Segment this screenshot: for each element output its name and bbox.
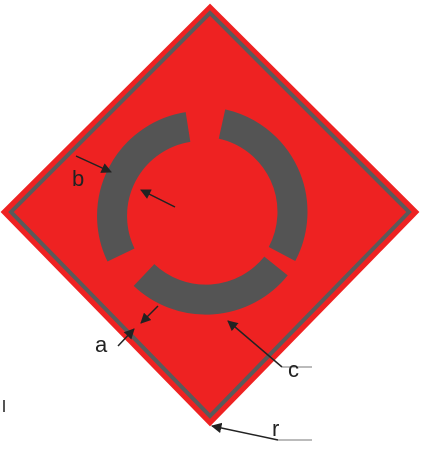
arrow-r: [210, 422, 279, 441]
arrow-a-upper: [140, 305, 159, 324]
ring-segment-bottom: [133, 256, 288, 315]
arrow-c: [227, 320, 283, 368]
arrow-b-outer: [75, 155, 112, 173]
arrow-a-lower: [117, 328, 135, 347]
label-c: c: [288, 357, 299, 382]
arrow-b-inner: [140, 189, 176, 208]
diamond-outer: [0, 3, 420, 427]
label-r: r: [272, 416, 279, 441]
diamond-inner-border: [8, 10, 412, 419]
ring-segment-right: [218, 109, 308, 262]
label-b: b: [72, 166, 84, 191]
label-a: a: [95, 332, 108, 357]
ring-segment-left: [97, 112, 191, 262]
split-ring: [97, 109, 308, 315]
